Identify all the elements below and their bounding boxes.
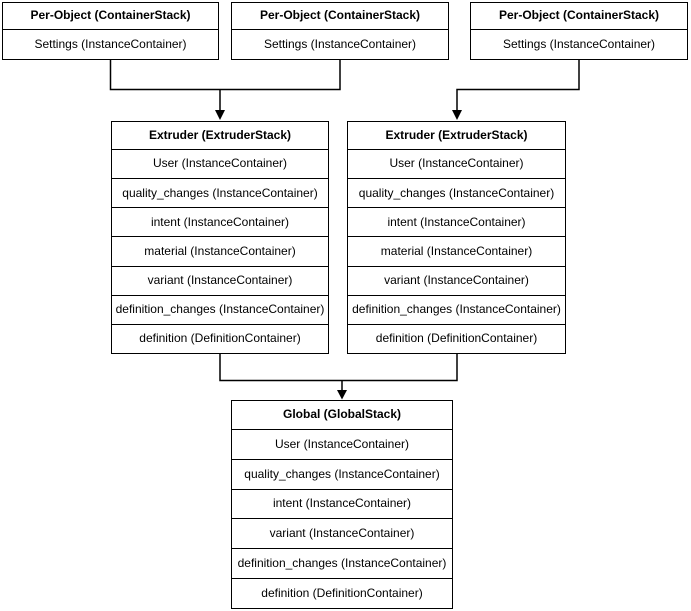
container-row: variant (InstanceContainer)	[232, 518, 452, 548]
container-row: variant (InstanceContainer)	[348, 265, 565, 295]
container-row: User (InstanceContainer)	[348, 149, 565, 178]
stack-title: Per-Object (ContainerStack)	[30, 8, 191, 23]
container-row: definition (DefinitionContainer)	[232, 578, 452, 608]
container-row: intent (InstanceContainer)	[232, 488, 452, 519]
container-row: definition_changes (InstanceContainer)	[112, 294, 328, 324]
connector-line	[219, 354, 458, 382]
container-row: Settings (InstanceContainer)	[3, 29, 218, 59]
container-row: intent (InstanceContainer)	[112, 207, 328, 236]
stack-title: Per-Object (ContainerStack)	[259, 8, 421, 23]
extruder-stack-1: Extruder (ExtruderStack) User (InstanceC…	[111, 121, 329, 354]
connector-perobjects-to-extruder-1	[109, 60, 341, 120]
per-object-stack-3: Per-Object (ContainerStack) Settings (In…	[470, 2, 688, 60]
container-row: intent (InstanceContainer)	[348, 207, 565, 236]
container-row: definition (DefinitionContainer)	[348, 323, 565, 353]
container-row: definition_changes (InstanceContainer)	[348, 294, 565, 324]
container-row: Settings (InstanceContainer)	[471, 29, 687, 59]
container-row: material (InstanceContainer)	[112, 236, 328, 265]
container-row: quality_changes (InstanceContainer)	[348, 178, 565, 207]
container-row: quality_changes (InstanceContainer)	[232, 458, 452, 489]
container-row: definition_changes (InstanceContainer)	[232, 548, 452, 578]
arrow-down-icon	[215, 110, 225, 120]
stack-title: Global (GlobalStack)	[282, 407, 402, 422]
container-row: quality_changes (InstanceContainer)	[112, 178, 328, 207]
arrow-down-icon	[452, 110, 462, 120]
stack-title: Per-Object (ContainerStack)	[498, 8, 660, 23]
container-row: material (InstanceContainer)	[348, 236, 565, 265]
per-object-stack-2: Per-Object (ContainerStack) Settings (In…	[231, 2, 449, 60]
connector-extruders-to-global	[219, 354, 458, 400]
container-row: definition (DefinitionContainer)	[112, 323, 328, 353]
per-object-stack-1: Per-Object (ContainerStack) Settings (In…	[2, 2, 219, 60]
container-row: User (InstanceContainer)	[232, 429, 452, 459]
container-row: variant (InstanceContainer)	[112, 265, 328, 295]
connector-line	[456, 60, 580, 111]
container-row: User (InstanceContainer)	[112, 149, 328, 178]
connector-line	[109, 60, 341, 91]
global-stack: Global (GlobalStack) User (InstanceConta…	[231, 400, 453, 609]
container-row: Settings (InstanceContainer)	[232, 29, 448, 59]
arrow-down-icon	[337, 390, 347, 400]
stack-title: Extruder (ExtruderStack)	[148, 127, 292, 142]
connector-perobject-to-extruder-2	[452, 60, 580, 120]
extruder-stack-2: Extruder (ExtruderStack) User (InstanceC…	[347, 121, 566, 354]
stack-title: Extruder (ExtruderStack)	[385, 127, 528, 142]
